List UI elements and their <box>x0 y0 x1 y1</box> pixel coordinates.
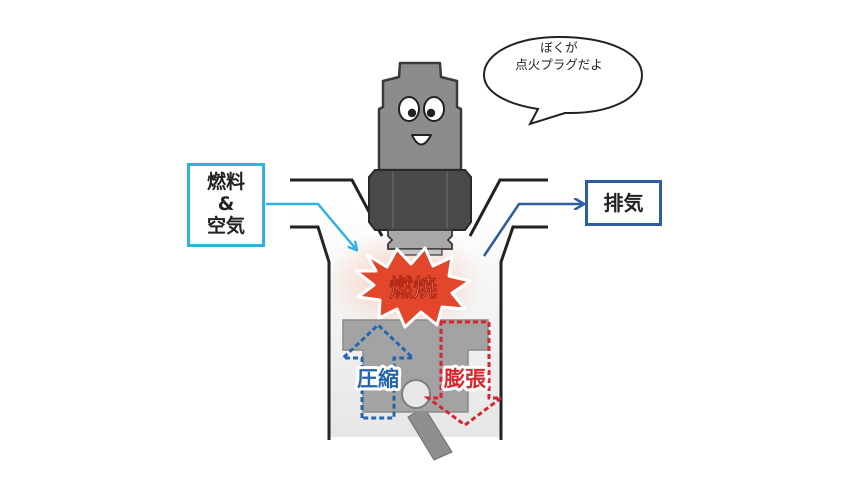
exhaust-arrow <box>482 204 581 257</box>
air-label: 空気 <box>206 214 245 237</box>
exhaust-box: 排気 <box>585 180 662 226</box>
cylinder-wall-right <box>468 178 548 440</box>
intake-arrow <box>266 202 355 248</box>
combustion-label: 燃焼 <box>389 274 437 302</box>
plug-eye-left <box>398 96 420 122</box>
plug-mouth <box>411 134 432 146</box>
spark-plug-character <box>368 61 472 256</box>
speech-line-1: ぼくが <box>540 40 578 55</box>
speech-line-2: 点火プラグだよ <box>515 56 603 72</box>
piston-pin <box>401 379 431 409</box>
plug-eye-right <box>423 96 445 122</box>
fuel-label: 燃料 <box>206 171 245 194</box>
plug-thread <box>387 229 453 250</box>
exhaust-label: 排気 <box>603 190 644 215</box>
ampersand-label: & <box>217 193 235 216</box>
expansion-label: 膨張 <box>444 367 487 391</box>
speech-bubble-text: ぼくが 点火プラグだよ <box>490 40 628 74</box>
fuel-air-box: 燃料 & 空気 <box>187 163 265 247</box>
compression-arrow <box>339 322 417 420</box>
plug-hex-nut <box>368 169 472 231</box>
expansion-arrow <box>423 320 506 427</box>
explosion-burst <box>354 246 472 329</box>
compression-label: 圧縮 <box>357 367 399 391</box>
speech-bubble <box>482 35 644 126</box>
